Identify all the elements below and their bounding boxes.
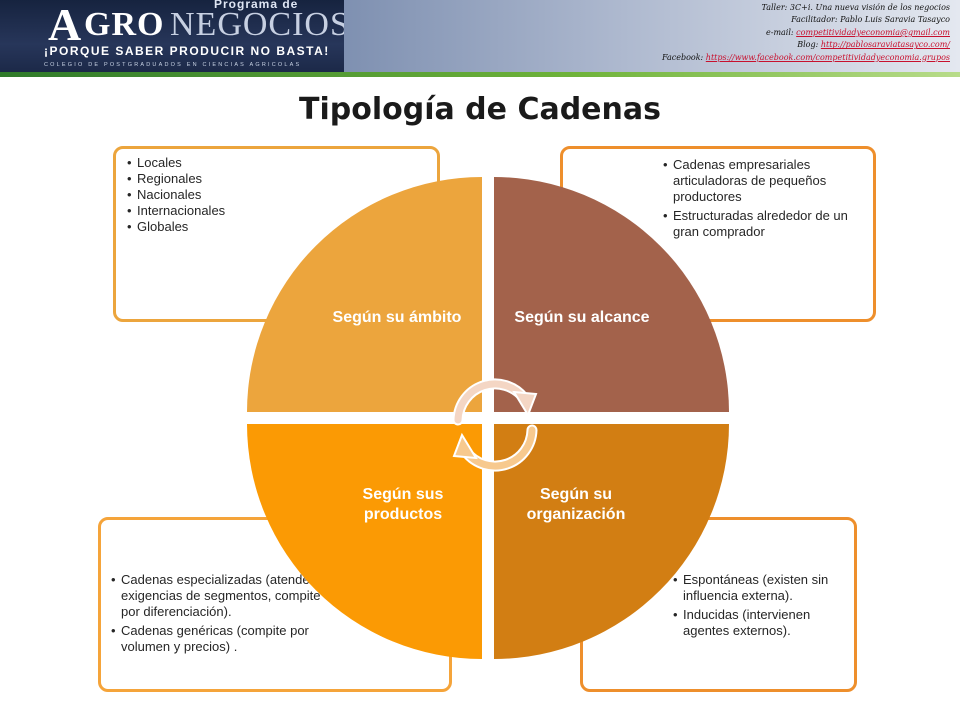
list-item: Cadenas genéricas (compite por volumen y… bbox=[111, 623, 321, 655]
organizacion-list: Espontáneas (existen sin influencia exte… bbox=[673, 572, 853, 639]
alcance-list: Cadenas empresariales articuladoras de p… bbox=[663, 157, 868, 240]
list-item: Estructuradas alrededor de un gran compr… bbox=[663, 208, 868, 240]
list-item: Regionales bbox=[127, 171, 225, 187]
course-credits: Taller: 3C+i. Una nueva visión de los ne… bbox=[662, 2, 950, 64]
logo-letter-a: A bbox=[48, 0, 82, 50]
quadrant-label: Según sus productos bbox=[362, 486, 444, 523]
quadrant-label: Según su ámbito bbox=[332, 309, 462, 326]
logo-slogan: ¡PORQUE SABER PRODUCIR NO BASTA! bbox=[44, 44, 330, 58]
facebook-link[interactable]: https://www.facebook.com/competitividady… bbox=[705, 52, 950, 62]
credit-email: e-mail: competitividadyeconomia@gmail.co… bbox=[766, 27, 950, 37]
list-item: Espontáneas (existen sin influencia exte… bbox=[673, 572, 853, 604]
agronegocios-logo: Programa de A GRO NEGOCIOS ¡PORQUE SABER… bbox=[0, 0, 344, 74]
header-banner: Programa de A GRO NEGOCIOS ¡PORQUE SABER… bbox=[0, 0, 960, 74]
credit-blog: Blog: http://pablosaraviatasayco.com/ bbox=[797, 40, 950, 50]
logo-institution: COLEGIO DE POSTGRADUADOS EN CIENCIAS AGR… bbox=[44, 62, 302, 68]
quadrant-label: Según su organización bbox=[526, 486, 626, 523]
list-item: Cadenas empresariales articuladoras de p… bbox=[663, 157, 868, 205]
productos-list: Cadenas especializadas (atender exigenci… bbox=[111, 572, 321, 655]
list-item: Cadenas especializadas (atender exigenci… bbox=[111, 572, 321, 620]
list-item: Internacionales bbox=[127, 203, 225, 219]
list-item: Globales bbox=[127, 219, 225, 235]
credit-facilitador: Facilitador: Pablo Luis Saravia Tasayco bbox=[791, 15, 950, 25]
logo-programa-text: Programa de bbox=[214, 0, 299, 11]
list-item: Nacionales bbox=[127, 187, 225, 203]
list-item: Inducidas (intervienen agentes externos)… bbox=[673, 607, 853, 639]
credit-facebook: Facebook: https://www.facebook.com/compe… bbox=[661, 52, 950, 62]
blog-link[interactable]: http://pablosaraviatasayco.com/ bbox=[820, 40, 950, 50]
logo-negocios: NEGOCIOS bbox=[170, 6, 344, 43]
logo-gro: GRO bbox=[84, 6, 165, 43]
email-link[interactable]: competitividadyeconomia@gmail.com bbox=[796, 27, 950, 37]
list-item: Locales bbox=[127, 155, 225, 171]
credit-taller: Taller: 3C+i. Una nueva visión de los ne… bbox=[761, 3, 951, 12]
slide-title: Tipología de Cadenas bbox=[299, 92, 661, 127]
ambito-list: Locales Regionales Nacionales Internacio… bbox=[127, 155, 225, 235]
quadrant-label: Según su alcance bbox=[514, 309, 650, 326]
header-divider bbox=[0, 72, 960, 77]
circular-arrows-icon bbox=[452, 378, 538, 472]
